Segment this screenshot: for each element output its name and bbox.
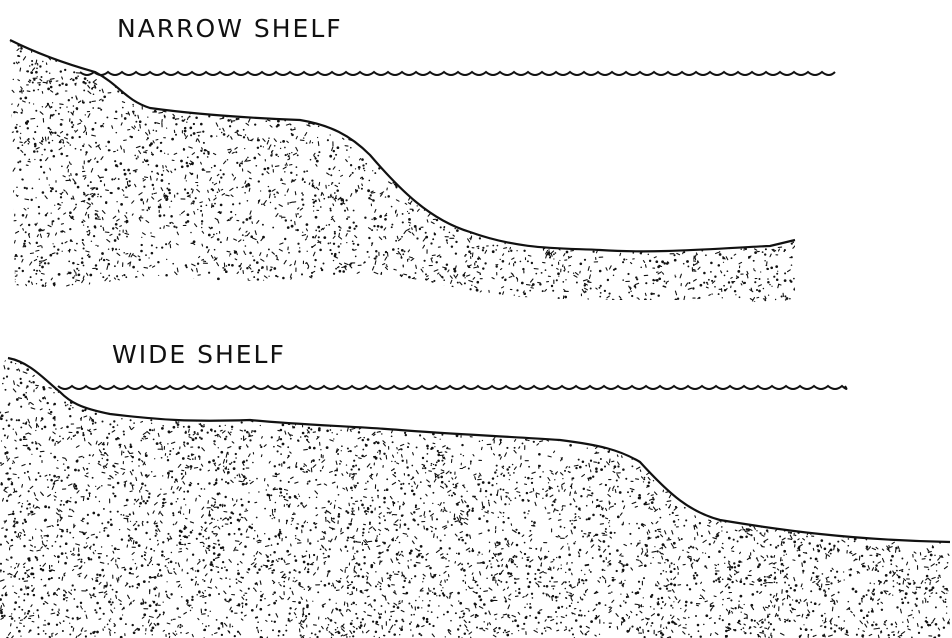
wide-shelf-diagram: [0, 330, 952, 638]
water-surface-wave: [80, 72, 835, 75]
water-surface-wave: [58, 386, 846, 389]
sediment-stipple: [0, 34, 802, 313]
narrow-shelf-diagram: [0, 0, 952, 330]
sediment-stipple: [0, 349, 952, 638]
wide-shelf-panel: WIDE SHELF: [0, 330, 952, 638]
narrow-shelf-panel: NARROW SHELF: [0, 0, 952, 330]
